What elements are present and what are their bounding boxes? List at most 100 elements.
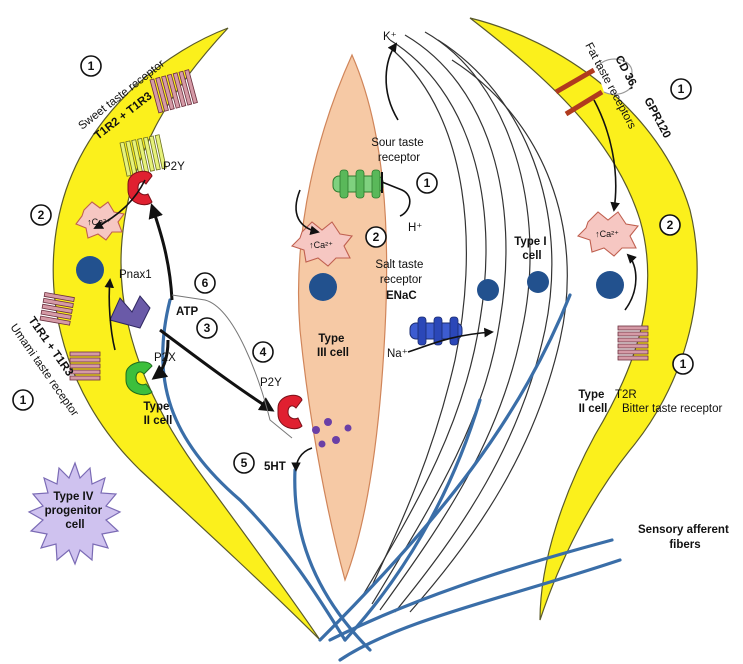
label-5ht: 5HT	[264, 461, 286, 473]
label-type1-l2: cell	[522, 250, 541, 262]
arrow-sweet-to-ca	[93, 179, 146, 229]
arrow-pnax-to-p2y	[148, 203, 174, 301]
calcium-badge-type3: ↑Ca²⁺	[290, 221, 354, 267]
arrow-sour-inhibit	[381, 181, 411, 217]
arrow-bitter-up	[624, 253, 637, 311]
fat-receptor-cd36	[554, 58, 634, 117]
arrow-atp-loop	[171, 294, 293, 439]
label-type3: Type III cell	[317, 333, 349, 359]
sour-receptor-channel	[332, 169, 384, 199]
step-atp-release: 6	[194, 272, 216, 294]
svg-text:2: 2	[38, 208, 45, 222]
label-sensory-fibers: Sensory afferent fibers	[638, 524, 732, 551]
step-p2y-type3: 4	[252, 341, 274, 363]
arrow-pnax-to-p2y-mid	[159, 328, 275, 412]
label-salt-receptor-l2: receptor	[380, 274, 422, 286]
step-sweet: 1	[80, 55, 102, 77]
step-sweet-ca: 2	[30, 204, 52, 226]
label-h-plus: H⁺	[408, 222, 422, 234]
svg-text:1: 1	[88, 59, 95, 73]
label-na-plus: Na⁺	[387, 348, 408, 360]
step-bitter: 1	[672, 353, 694, 375]
svg-text:4: 4	[260, 345, 267, 359]
label-type2-right-l1: Type	[578, 389, 604, 401]
nucleus-type1-b	[527, 271, 549, 293]
step-umami: 1	[12, 389, 34, 411]
label-sensory-fibers-l2: fibers	[669, 539, 700, 551]
label-atp: ATP	[176, 306, 198, 318]
arrow-sour-to-ca	[295, 189, 320, 236]
label-type3-l1: Type	[318, 333, 344, 345]
label-type2-right: Type II cell	[578, 389, 607, 415]
label-sour-receptor-l2: receptor	[378, 152, 420, 164]
arrow-5ht	[291, 447, 313, 472]
step-atp-path: 3	[196, 317, 218, 339]
label-type2-left: Type II cell	[143, 401, 172, 427]
svg-text:1: 1	[424, 176, 431, 190]
type4-progenitor-cell	[27, 461, 122, 566]
svg-text:2: 2	[667, 218, 674, 232]
label-type2-left-l2: II cell	[144, 415, 173, 427]
svg-text:3: 3	[204, 321, 211, 335]
serotonin-vesicles	[312, 418, 352, 448]
calcium-label-right: ↑Ca²⁺	[595, 229, 619, 239]
label-p2x: P2X	[154, 352, 176, 364]
label-type4: Type IV progenitor cell	[45, 491, 106, 531]
label-pnax1: Pnax1	[119, 269, 152, 281]
label-k-plus: K⁺	[383, 31, 397, 43]
label-sour-receptor: Sour taste receptor	[371, 137, 427, 164]
umami-receptor-gpcr-2	[69, 351, 101, 381]
type2-cell-right	[469, 17, 698, 621]
label-p2y-top: P2Y	[163, 161, 185, 173]
step-sour-ca: 2	[365, 226, 387, 248]
bitter-receptor-gpcr	[617, 325, 649, 361]
calcium-label-type3: ↑Ca²⁺	[309, 240, 333, 250]
arrow-umami-up	[104, 278, 116, 351]
label-t2r: T2R	[615, 389, 637, 401]
label-type3-l2: III cell	[317, 347, 349, 359]
nucleus-left	[76, 256, 104, 284]
svg-text:1: 1	[20, 393, 27, 407]
nucleus-type3	[309, 273, 337, 301]
label-bitter-receptor: Bitter taste receptor	[622, 403, 723, 415]
pannexin-channel	[109, 295, 151, 329]
p2y-receptor-mid	[277, 394, 303, 430]
svg-text:2: 2	[373, 230, 380, 244]
step-serotonin: 5	[233, 452, 255, 474]
label-sour-receptor-l1: Sour taste	[371, 137, 423, 149]
type1-cells	[359, 31, 568, 613]
svg-text:5: 5	[241, 456, 248, 470]
arrow-fat-to-ca	[593, 99, 620, 212]
sweet-receptor-gpcr-pink	[149, 69, 198, 114]
sweet-receptor-gpcr-yellow	[119, 134, 167, 177]
svg-text:1: 1	[678, 82, 685, 96]
arrow-sodium-in	[407, 327, 494, 353]
label-salt-receptor-l1: Salt taste	[375, 259, 423, 271]
type3-cell	[297, 53, 388, 582]
label-type4-l1: Type IV	[53, 491, 93, 503]
svg-text:1: 1	[680, 357, 687, 371]
label-type1: Type I cell	[514, 236, 550, 262]
step-right-ca: 2	[659, 214, 681, 236]
enac-channel	[409, 316, 463, 346]
step-sour: 1	[416, 172, 438, 194]
p2x-receptor	[125, 361, 153, 396]
arrow-potassium-out	[385, 42, 399, 121]
label-p2y-mid: P2Y	[260, 377, 282, 389]
umami-receptor-gpcr-1	[39, 291, 75, 326]
label-salt-receptor: Salt taste receptor	[375, 259, 426, 286]
nucleus-type1-a	[477, 279, 499, 301]
step-fat: 1	[670, 78, 692, 100]
label-type2-right-l2: II cell	[579, 403, 608, 415]
arrow-pnax-to-p2x	[151, 339, 170, 380]
label-sensory-fibers-l1: Sensory afferent	[638, 524, 729, 536]
label-enac: ENaC	[386, 290, 417, 302]
label-type1-l1: Type I	[514, 236, 546, 248]
calcium-badge-right: ↑Ca²⁺	[576, 211, 640, 257]
label-type4-l3: cell	[65, 519, 84, 531]
label-type2-left-l1: Type	[143, 401, 169, 413]
nucleus-right	[596, 271, 624, 299]
label-type4-l2: progenitor	[45, 505, 103, 517]
